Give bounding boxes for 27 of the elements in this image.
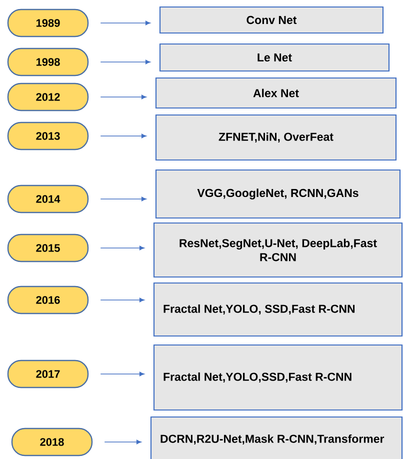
year-pill: 2015 [7,234,89,262]
model-box: Fractal Net,YOLO, SSD,Fast R-CNN [153,282,403,337]
arrow [100,298,144,302]
model-box: Fractal Net,YOLO,SSD,Fast R-CNN [153,344,403,411]
arrow [104,440,142,444]
arrow [100,246,144,250]
year-pill: 2012 [7,82,89,112]
year-pill: 2018 [11,428,93,456]
model-box: ZFNET,NiN, OverFeat [155,114,397,161]
model-box: VGG,GoogleNet, RCNN,GANs [155,169,401,219]
model-box: ResNet,SegNet,U-Net, DeepLab,Fast R-CNN [153,222,403,278]
year-pill: 2017 [7,360,89,388]
year-pill: 1989 [7,8,89,38]
arrow [100,134,146,138]
model-box: Le Net [159,43,390,72]
arrow [100,372,144,376]
year-pill: 2016 [7,286,89,314]
year-pill: 2013 [7,122,89,150]
arrow [100,60,150,64]
arrow [100,196,146,202]
year-pill: 1998 [7,48,89,76]
arrow [100,94,146,100]
model-box: DCRN,R2U-Net,Mask R-CNN,Transformer [150,416,403,459]
model-box: Alex Net [155,77,397,109]
model-box: Conv Net [159,6,384,34]
arrow [100,20,150,26]
year-pill: 2014 [7,184,89,214]
